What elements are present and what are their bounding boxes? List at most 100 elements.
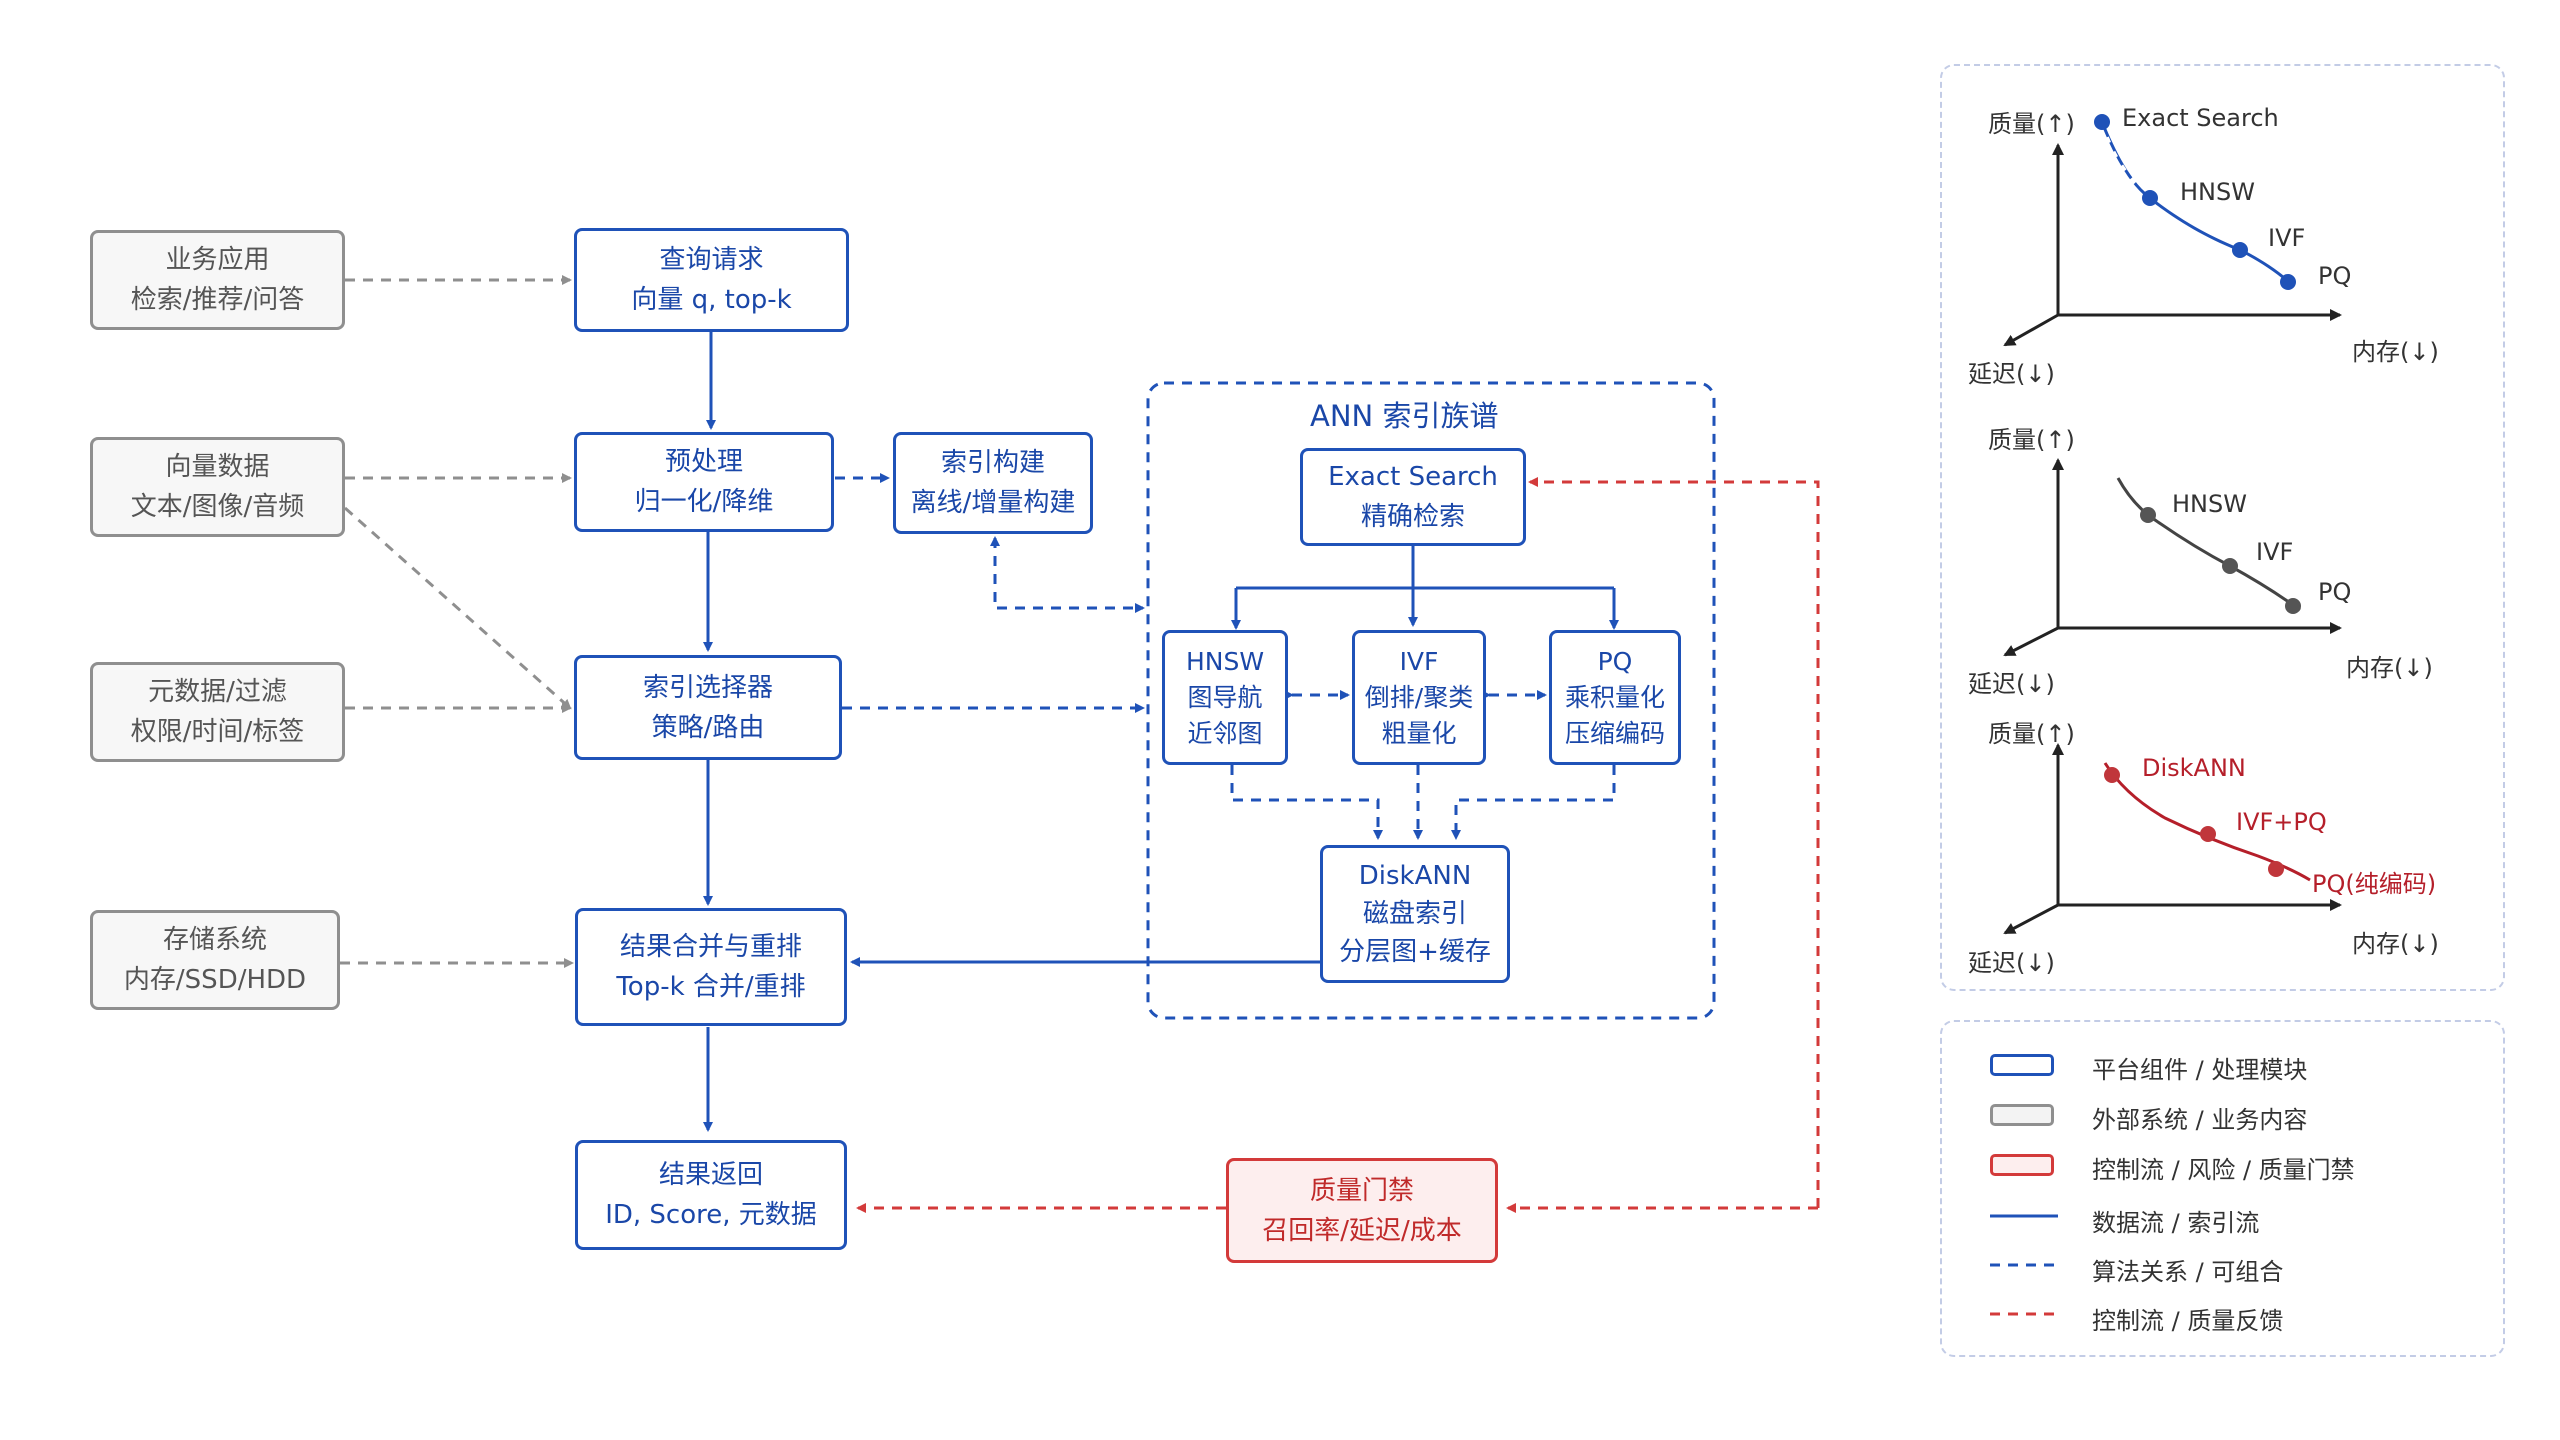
chart2-point-ivf (2222, 558, 2238, 574)
node-vec-line1: 向量数据 (165, 452, 270, 482)
chart3-point-diskann (2104, 767, 2120, 783)
legend-label-control: 控制流 / 风险 / 质量门禁 (2092, 1156, 2355, 1184)
node-merge-line2: Top-k 合并/重排 (616, 972, 806, 1002)
edge-hnsw-disk (1230, 765, 1383, 840)
node-ret-line2: ID, Score, 元数据 (605, 1200, 817, 1230)
chart1-label-hnsw: HNSW (2180, 178, 2255, 206)
node-quality-gate: 质量门禁 召回率/延迟/成本 (1226, 1158, 1498, 1263)
node-store-line2: 内存/SSD/HDD (123, 965, 307, 995)
edge-vec-sel (344, 506, 572, 710)
node-metadata: 元数据/过滤 权限/时间/标签 (90, 662, 345, 762)
chart1-point-exact (2094, 114, 2110, 130)
node-biz-line1: 业务应用 (165, 245, 270, 275)
legend-panel (1940, 1020, 2505, 1357)
chart2-point-pq (2285, 598, 2301, 614)
chart3-label-ivfpq: IVF+PQ (2236, 808, 2327, 836)
chart2-memory-label: 内存(↓) (2346, 654, 2433, 682)
chart1-quality-label: 质量(↑) (1988, 110, 2075, 138)
chart1-label-exact: Exact Search (2122, 104, 2279, 132)
node-ivf-line2: 倒排/聚类 (1364, 682, 1474, 712)
node-exact-line2: 精确检索 (1360, 502, 1465, 532)
chart1-memory-label: 内存(↓) (2352, 338, 2439, 366)
node-meta-line2: 权限/时间/标签 (130, 717, 305, 747)
edge-pq-disk (1451, 765, 1616, 840)
chart1-label-pq: PQ (2318, 262, 2352, 290)
chart3-point-ivfpq (2200, 826, 2216, 842)
node-index-selector: 索引选择器 策略/路由 (574, 655, 842, 760)
chart3-memory-label: 内存(↓) (2352, 930, 2439, 958)
node-vec-line2: 文本/图像/音频 (130, 492, 305, 522)
chart1-latency-axis (2003, 313, 2059, 347)
chart2-label-ivf: IVF (2256, 538, 2294, 566)
node-ret-line1: 结果返回 (658, 1160, 763, 1190)
node-diskann: DiskANN 磁盘索引 分层图+缓存 (1320, 845, 1510, 983)
node-exact-line1: Exact Search (1328, 462, 1498, 492)
node-business-app: 业务应用 检索/推荐/问答 (90, 230, 345, 330)
node-pre-line1: 预处理 (664, 447, 743, 477)
node-merge-rerank: 结果合并与重排 Top-k 合并/重排 (575, 908, 847, 1026)
edge-gate-exact (1528, 477, 1820, 1208)
node-hnsw: HNSW 图导航 近邻图 (1162, 630, 1288, 765)
legend-label-dataflow: 数据流 / 索引流 (2092, 1209, 2260, 1237)
node-query-line2: 向量 q, top-k (631, 285, 792, 315)
tradeoff-chart-panel (1940, 64, 2505, 991)
node-result-return: 结果返回 ID, Score, 元数据 (575, 1140, 847, 1250)
chart2-label-hnsw: HNSW (2172, 490, 2247, 518)
node-pq: PQ 乘积量化 压缩编码 (1549, 630, 1681, 765)
node-preprocess: 预处理 归一化/降维 (574, 432, 834, 532)
node-disk-line2: 磁盘索引 (1362, 899, 1467, 929)
node-pq-line3: 压缩编码 (1564, 718, 1665, 748)
chart2-latency-axis (2003, 626, 2059, 657)
node-build-line1: 索引构建 (940, 448, 1045, 478)
chart3-label-pq: PQ(纯编码) (2312, 870, 2437, 898)
node-ivf-line3: 粗量化 (1381, 718, 1457, 748)
node-disk-line3: 分层图+缓存 (1339, 937, 1491, 967)
edge-build-ann (993, 538, 1145, 613)
node-ivf: IVF 倒排/聚类 粗量化 (1352, 630, 1486, 765)
node-index-build: 索引构建 离线/增量构建 (893, 432, 1093, 534)
node-build-line2: 离线/增量构建 (910, 488, 1076, 518)
chart3-label-diskann: DiskANN (2142, 754, 2246, 782)
node-biz-line2: 检索/推荐/问答 (130, 285, 305, 315)
legend-label-external: 外部系统 / 业务内容 (2092, 1106, 2308, 1134)
node-meta-line1: 元数据/过滤 (148, 677, 287, 707)
chart1-point-pq (2280, 274, 2296, 290)
node-hnsw-line1: HNSW (1185, 646, 1265, 676)
node-vector-data: 向量数据 文本/图像/音频 (90, 437, 345, 537)
chart3-quality-label: 质量(↑) (1988, 720, 2075, 748)
chart3-latency-label: 延迟(↓) (1968, 949, 2055, 977)
node-disk-line1: DiskANN (1358, 861, 1472, 891)
node-hnsw-line2: 图导航 (1187, 682, 1263, 712)
chart2-point-hnsw (2140, 507, 2156, 523)
node-ivf-line1: IVF (1399, 646, 1439, 676)
node-sel-line2: 策略/路由 (651, 712, 765, 743)
node-pre-line2: 归一化/降维 (634, 487, 774, 517)
legend-swatch-control (1990, 1154, 2054, 1176)
node-store-line1: 存储系统 (162, 925, 267, 955)
chart1-point-ivf (2232, 242, 2248, 258)
chart3-point-pq (2268, 861, 2284, 877)
node-gate-line1: 质量门禁 (1309, 1175, 1414, 1206)
node-exact-search: Exact Search 精确检索 (1300, 448, 1526, 546)
chart1-latency-label: 延迟(↓) (1968, 360, 2055, 388)
chart1-point-hnsw (2142, 190, 2158, 206)
chart2-latency-label: 延迟(↓) (1968, 670, 2055, 698)
edge-exact-children (1234, 546, 1616, 625)
chart2-curve (2116, 477, 2301, 612)
node-hnsw-line3: 近邻图 (1187, 718, 1263, 748)
node-storage: 存储系统 内存/SSD/HDD (90, 910, 340, 1010)
node-query-line1: 查询请求 (659, 245, 764, 275)
ann-group-title: ANN 索引族谱 (1310, 399, 1499, 433)
legend-label-algorithm: 算法关系 / 可组合 (2092, 1258, 2284, 1286)
chart2-quality-label: 质量(↑) (1988, 426, 2075, 454)
node-sel-line1: 索引选择器 (642, 672, 773, 703)
legend-label-platform: 平台组件 / 处理模块 (2092, 1056, 2308, 1084)
chart3-latency-axis (2003, 903, 2059, 935)
node-query-request: 查询请求 向量 q, top-k (574, 228, 849, 332)
chart1-label-ivf: IVF (2268, 224, 2306, 252)
node-gate-line2: 召回率/延迟/成本 (1262, 1215, 1462, 1246)
legend-swatch-external (1990, 1104, 2054, 1126)
legend-label-feedback: 控制流 / 质量反馈 (2092, 1307, 2284, 1335)
node-merge-line1: 结果合并与重排 (619, 932, 802, 962)
